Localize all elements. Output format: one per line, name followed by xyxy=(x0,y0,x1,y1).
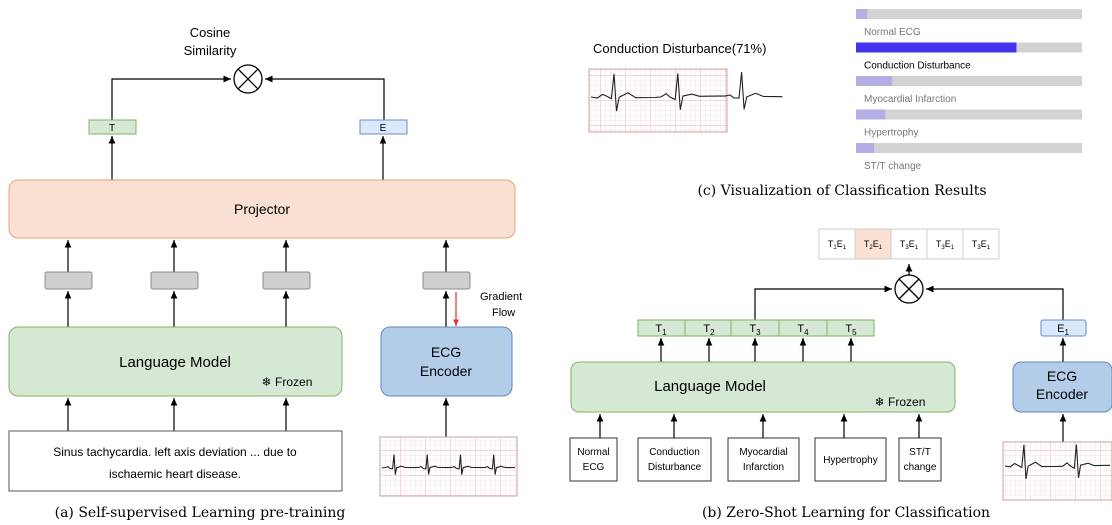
class-prompt-line2: Infarction xyxy=(743,462,784,473)
text-feature-token xyxy=(262,271,311,290)
class-prompt-line1: Hypertrophy xyxy=(823,455,877,466)
class-prompt-box xyxy=(569,437,618,482)
cosine-similarity-label-line1: Cosine xyxy=(190,25,230,40)
caption-a: (a) Self-supervised Learning pre-trainin… xyxy=(55,505,346,521)
bar-track xyxy=(856,76,1082,86)
otimes-icon xyxy=(894,274,924,304)
token-strip xyxy=(637,319,875,337)
class-prompt-box xyxy=(727,437,800,482)
ecg-encoder-label-line1: ECG xyxy=(1047,368,1077,384)
report-text-line2: ischaemic heart disease. xyxy=(109,467,241,481)
similarity-pair-label: T2E1 xyxy=(864,239,883,251)
ecg-encoder-label-line2: Encoder xyxy=(420,363,472,379)
panel-b: T1E1 T2E1 T3E1 T3E1 T3E1 T1 T2 T3 T4 T5 E1 Langu… xyxy=(569,228,1112,521)
text-embedding-token-label: T5 xyxy=(845,323,857,337)
arrow-t-to-similarity xyxy=(754,285,892,320)
class-prompt-line2: change xyxy=(904,462,937,473)
language-model-label: Language Model xyxy=(119,354,231,371)
bar-label: Myocardial Infarction xyxy=(864,94,956,105)
projector-label: Projector xyxy=(234,201,290,217)
bar-track xyxy=(856,109,1082,120)
text-embedding-token xyxy=(88,119,137,135)
language-model-label: Language Model xyxy=(654,378,766,395)
arrow-t-to-similarity xyxy=(111,75,231,120)
language-model-box xyxy=(570,361,956,413)
text-feature-token xyxy=(44,271,93,290)
frozen-label: ❄ Frozen xyxy=(875,395,926,409)
panel-a: Cosine Similarity T E Projector xyxy=(8,25,522,521)
class-prompt-box xyxy=(814,437,887,482)
ecg-encoder-box xyxy=(380,326,513,397)
ecg-embedding-token xyxy=(359,119,408,135)
similarity-pair-cell xyxy=(854,228,892,260)
bar-label: ST/T change xyxy=(864,161,922,172)
language-model-box xyxy=(8,326,343,397)
class-prompt-line1: Conduction xyxy=(649,447,700,458)
classification-bars: Normal ECG Conduction DisturbanceMyocardi… xyxy=(856,9,1082,172)
ecg-signal-image-a xyxy=(379,436,518,497)
text-feature-token xyxy=(150,271,199,290)
ecg-encoder-label-line1: ECG xyxy=(431,344,461,360)
gradient-flow-label-line2: Flow xyxy=(492,307,515,319)
class-prompt-box xyxy=(898,437,942,482)
bar-fill xyxy=(856,76,893,86)
similarity-pair-cell xyxy=(890,228,928,260)
similarity-pair-row: T1E1 T2E1 T3E1 T3E1 T3E1 xyxy=(818,228,1000,260)
ecg-embedding-token-label: E1 xyxy=(1057,323,1069,337)
class-prompt-line2: Disturbance xyxy=(648,462,702,473)
gradient-flow-label-line1: Gradient xyxy=(480,291,522,303)
report-text-line1: Sinus tachycardia. left axis deviation .… xyxy=(53,445,297,459)
class-prompt-box xyxy=(637,437,712,482)
panel-c: Conduction Disturbance(71%) Normal ECG Co… xyxy=(588,9,1082,199)
frozen-label: ❄ Frozen xyxy=(262,375,313,389)
prediction-label: Conduction Disturbance(71%) xyxy=(593,41,766,56)
similarity-pair-label: T3E1 xyxy=(972,239,991,251)
similarity-pair-label: T3E1 xyxy=(936,239,955,251)
ecg-feature-token xyxy=(422,271,471,290)
arrow-e-to-similarity xyxy=(926,285,1064,320)
bar-fill xyxy=(856,42,1017,53)
bar-label: Hypertrophy xyxy=(864,128,918,139)
text-embedding-token-label: T1 xyxy=(655,323,667,337)
otimes-icon xyxy=(233,64,263,94)
ecg-encoder-box xyxy=(1012,361,1112,413)
class-prompt-line2: ECG xyxy=(583,462,605,473)
ecg-embedding-token-label: E xyxy=(380,123,387,134)
text-embedding-token-label: T2 xyxy=(703,323,715,337)
ecg-embedding-token xyxy=(1040,319,1087,337)
bar-fill xyxy=(856,143,875,153)
class-prompt-line1: Normal xyxy=(577,447,609,458)
class-prompt-line1: Myocardial xyxy=(739,447,787,458)
similarity-pair-cell xyxy=(818,228,856,260)
text-embedding-tokens: T1 T2 T3 T4 T5 xyxy=(637,319,875,362)
caption-b: (b) Zero-Shot Learning for Classificatio… xyxy=(702,505,990,521)
bar-label: Conduction Disturbance xyxy=(864,61,971,72)
bar-label: Normal ECG xyxy=(864,27,921,38)
bar-fill xyxy=(856,9,868,19)
similarity-pair-label: T1E1 xyxy=(828,239,847,251)
arrow-e-to-similarity xyxy=(265,75,385,120)
similarity-pair-label: T3E1 xyxy=(900,239,919,251)
bar-fill xyxy=(856,109,886,120)
report-text-box xyxy=(8,430,343,492)
bar-track xyxy=(856,9,1082,19)
bar-track xyxy=(856,143,1082,153)
ecg-encoder-label-line2: Encoder xyxy=(1036,386,1088,402)
caption-c: (c) Visualization of Classification Resu… xyxy=(697,183,986,199)
similarity-pair-cell xyxy=(962,228,1000,260)
text-embedding-token-label: T3 xyxy=(749,323,761,337)
text-embedding-token-label: T xyxy=(109,123,115,134)
ecg-signal-image-c xyxy=(588,68,783,133)
cosine-similarity-label-line2: Similarity xyxy=(184,43,237,58)
text-embedding-token-label: T4 xyxy=(797,323,809,337)
projector-box xyxy=(8,179,516,239)
class-prompt-line1: ST/T xyxy=(909,447,931,458)
ecg-signal-image-b xyxy=(1002,441,1112,501)
